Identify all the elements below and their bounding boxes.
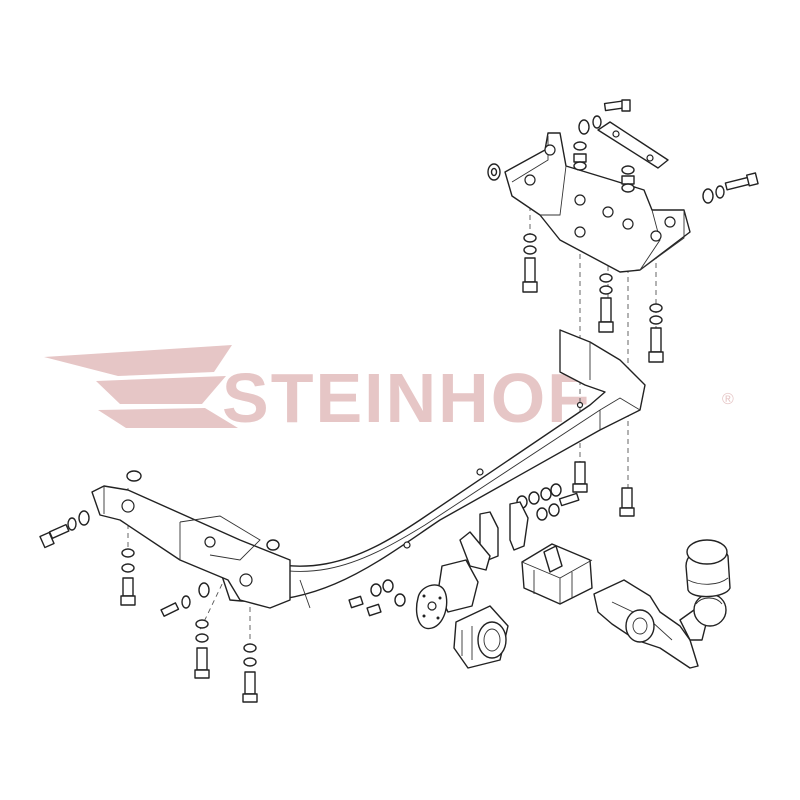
clamp-plate [597,121,669,169]
washer-upper-left [487,163,501,181]
registered-mark: ® [722,391,734,408]
socket-mounting-plate [415,559,479,630]
bolt-column-3 [648,303,664,363]
left-side-bracket [91,485,291,609]
bolt-left-col-2 [194,619,210,679]
bolt-left-col-3 [242,643,258,703]
center-bolts [348,483,580,617]
bolt-column-5 [619,487,635,517]
center-hanger-brackets [459,501,529,571]
bolt-column-4 [572,461,588,493]
logo-swoosh-mark [44,345,238,428]
bolt-column-2 [598,273,614,333]
bolt-left-col-1 [120,548,136,606]
upper-bracket-bolts [487,99,759,517]
bolt-left-diagonal [160,582,210,617]
logo-wordmark: STEINHOF [222,359,592,437]
tow-ball-neck [593,579,707,669]
left-side-washers [126,470,280,551]
left-side-bolts [39,510,258,703]
steinhof-logo: STEINHOF ® [44,345,734,437]
bolt-column-1 [522,233,538,293]
bracket-nuts [573,141,635,193]
bolt-top [578,99,631,135]
bolt-right [702,172,759,204]
upper-mounting-bracket [504,132,691,273]
tow-ball [693,593,727,627]
bolt-left-horizontal [39,510,90,549]
ball-receiver-block [521,543,593,605]
electrical-socket [453,605,509,669]
tow-ball-cap [685,539,731,598]
